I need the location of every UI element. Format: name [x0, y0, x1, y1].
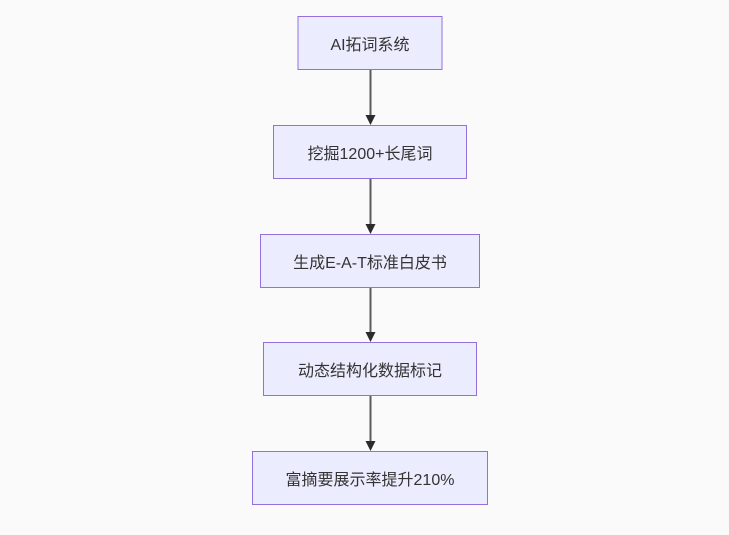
arrowhead-icon: [365, 441, 375, 451]
arrow-line: [369, 70, 371, 115]
arrowhead-icon: [365, 115, 375, 125]
flow-node-ai-word-expansion: AI拓词系统: [297, 16, 443, 70]
flow-arrow-down-icon: [365, 179, 376, 234]
flow-arrow-down-icon: [365, 288, 376, 342]
flow-arrow-down-icon: [365, 396, 376, 451]
arrow-line: [369, 288, 371, 332]
flow-node-eat-whitepaper: 生成E-A-T标准白皮书: [260, 234, 480, 288]
flow-node-rich-snippet-rate: 富摘要展示率提升210%: [252, 451, 488, 505]
arrowhead-icon: [365, 332, 375, 342]
arrow-line: [369, 396, 371, 441]
flow-node-longtail-keywords: 挖掘1200+长尾词: [273, 125, 467, 179]
arrowhead-icon: [365, 224, 375, 234]
arrow-line: [369, 179, 371, 224]
flow-node-structured-data-markup: 动态结构化数据标记: [263, 342, 477, 396]
flow-arrow-down-icon: [365, 70, 376, 125]
